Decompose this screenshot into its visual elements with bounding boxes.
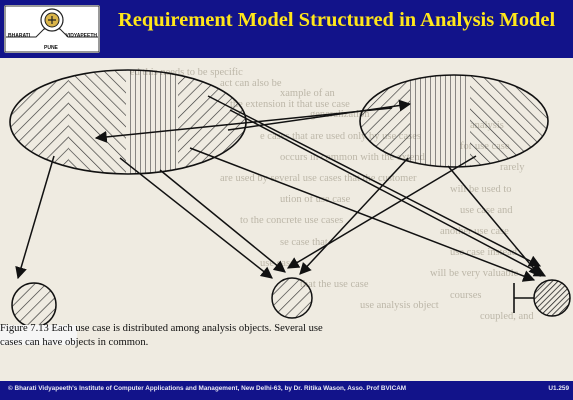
- use-case-ellipse-left: [9, 69, 247, 175]
- background-text-fragment: ution of use case: [280, 194, 351, 206]
- background-text-fragment: se case that: [280, 236, 328, 248]
- background-text-fragment: coupled, and: [480, 310, 534, 322]
- caption-line-1: Figure 7.13 Each use case is distributed…: [0, 323, 323, 334]
- background-text-fragment: will be used to: [450, 183, 512, 195]
- background-text-fragment: rarely: [500, 162, 525, 174]
- logo-emblem-icon: [4, 5, 100, 53]
- use-case-ellipse-right: [359, 74, 549, 168]
- analysis-object-left: [11, 282, 57, 328]
- background-text-fragment: act can also be: [220, 77, 282, 89]
- slide-number: U1.259: [548, 385, 569, 392]
- background-text-fragment: courses: [450, 289, 482, 301]
- caption-line-2: cases can have objects in common.: [0, 337, 149, 349]
- background-text-fragment: that the use case: [300, 279, 369, 290]
- analysis-object-center: [271, 277, 313, 319]
- logo-left-text: BHARATI: [8, 33, 31, 39]
- background-text-fragment: another use case: [440, 226, 509, 237]
- use-case-diagram: [9, 69, 571, 328]
- distribution-arrows: [15, 95, 547, 282]
- background-text-fragment: to the concrete use cases: [240, 215, 344, 227]
- title-bar: BHARATI VIDYAPEETH PUNE Requirement Mode…: [0, 0, 573, 58]
- footer-copyright: © Bharati Vidyapeeth's Institute of Comp…: [8, 385, 407, 392]
- background-text-fragment: xample of an: [280, 88, 335, 100]
- institute-logo: BHARATI VIDYAPEETH PUNE: [4, 5, 100, 53]
- analysis-object-right: [513, 279, 571, 317]
- slide-title: Requirement Model Structured in Analysis…: [118, 9, 556, 31]
- figure-caption: Figure 7.13 Each use case is distributed…: [0, 322, 573, 351]
- background-text-fragment: will be very valuable: [430, 268, 519, 280]
- footer-bar: © Bharati Vidyapeeth's Institute of Comp…: [0, 381, 573, 400]
- background-text-fragment: generalization: [310, 109, 370, 121]
- background-text-fragment: use analysis object: [360, 300, 439, 312]
- logo-right-text: VIDYAPEETH: [65, 33, 98, 39]
- logo-bottom-text: PUNE: [44, 45, 58, 51]
- caption-highlight: [0, 325, 77, 345]
